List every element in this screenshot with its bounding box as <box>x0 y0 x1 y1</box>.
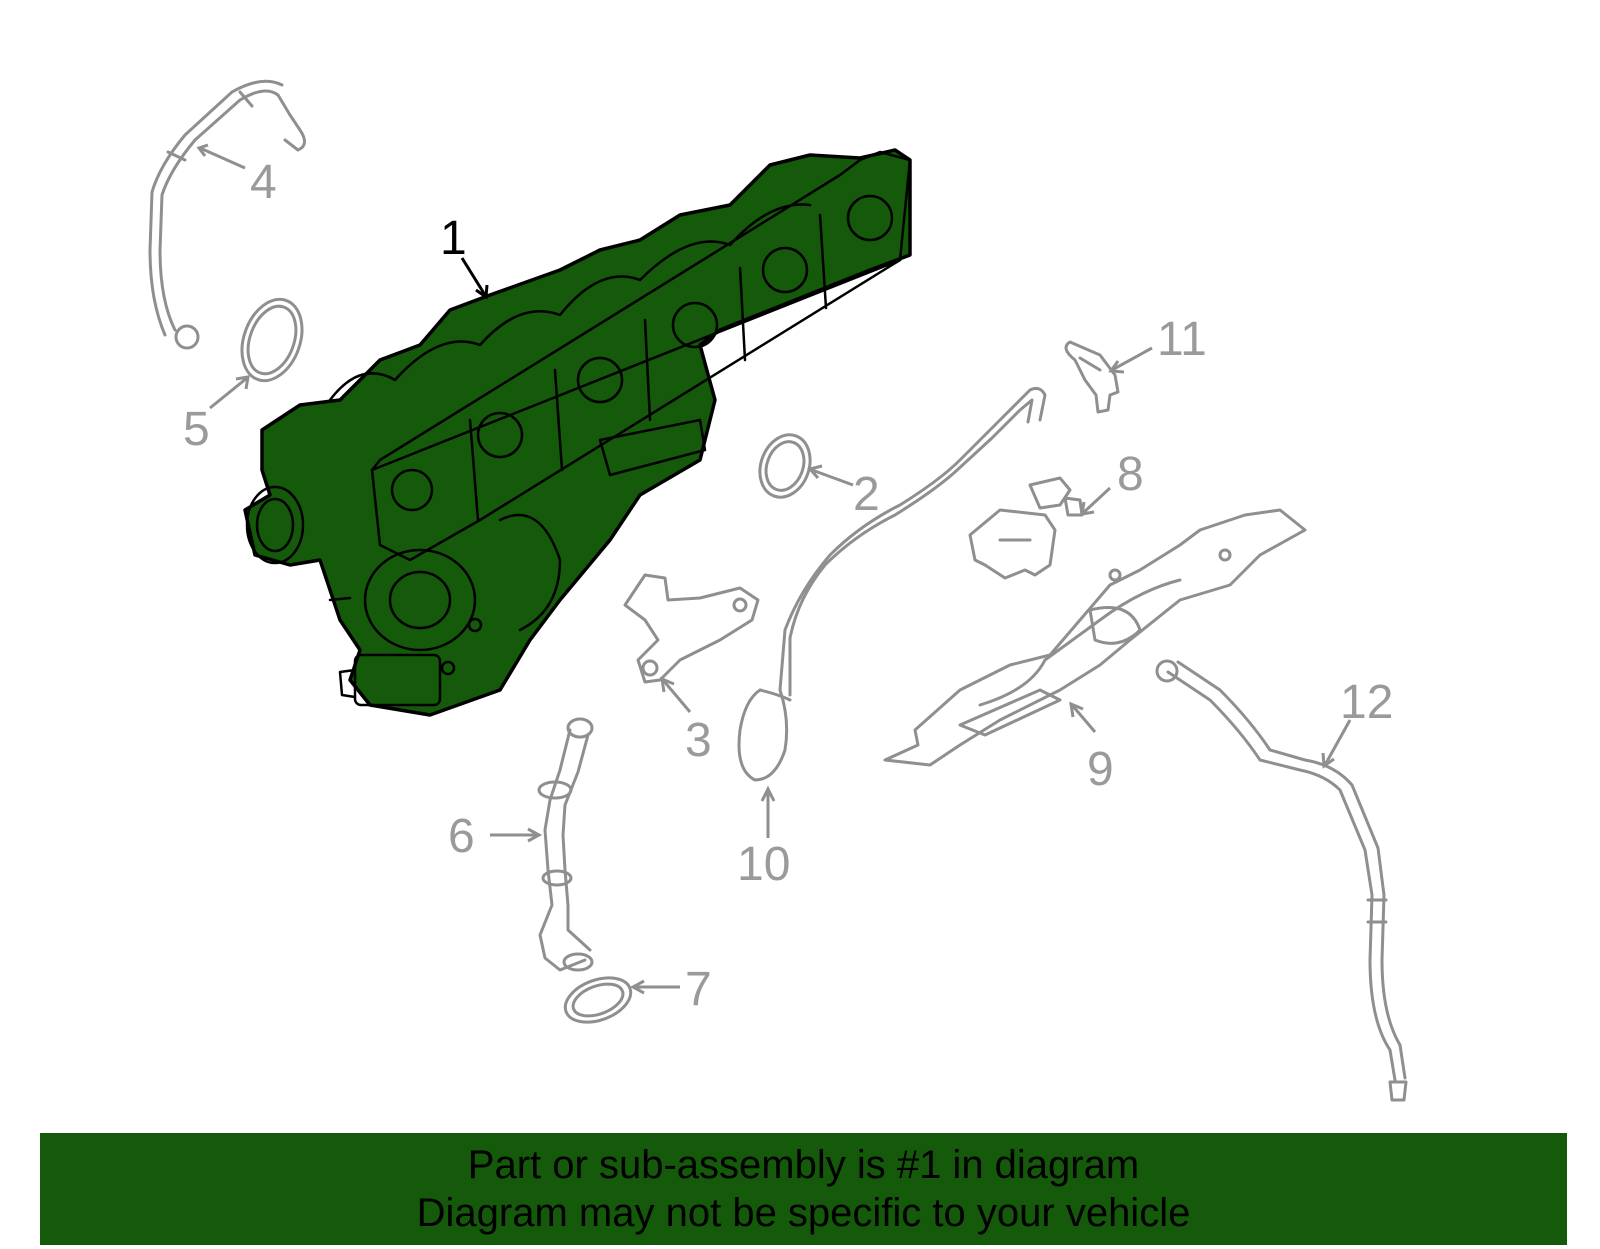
part-8-solenoid-valve[interactable] <box>968 476 1084 580</box>
callout-12[interactable]: 12 <box>1340 676 1393 729</box>
callout-4[interactable]: 4 <box>250 156 277 209</box>
leader-1 <box>460 257 487 296</box>
leader-6 <box>490 827 543 843</box>
leader-4 <box>196 143 246 170</box>
leader-5 <box>209 375 250 410</box>
leader-12 <box>1321 719 1352 769</box>
part-2-gasket[interactable] <box>752 428 819 505</box>
callout-2[interactable]: 2 <box>853 468 880 521</box>
part-3-bracket[interactable] <box>623 573 760 684</box>
leader-11 <box>1108 346 1153 374</box>
part-9-heat-shield[interactable] <box>883 508 1307 767</box>
leader-8 <box>1080 486 1112 516</box>
leader-2 <box>807 464 854 487</box>
part-6-return-pipe[interactable] <box>537 717 594 972</box>
banner-line-part-info: Part or sub-assembly is #1 in diagram <box>467 1143 1140 1187</box>
part-4-oil-line[interactable] <box>148 79 306 350</box>
callout-5[interactable]: 5 <box>183 403 210 456</box>
leader-3 <box>660 676 692 713</box>
callout-3[interactable]: 3 <box>685 714 712 767</box>
callout-8[interactable]: 8 <box>1117 448 1144 501</box>
info-banner: Part or sub-assembly is #1 in diagram Di… <box>40 1133 1567 1245</box>
leader-10 <box>760 785 776 838</box>
part-1-turbocharger[interactable] <box>243 148 912 717</box>
leader-7 <box>629 979 680 995</box>
callout-11[interactable]: 11 <box>1157 313 1207 366</box>
banner-line-disclaimer: Diagram may not be specific to your vehi… <box>416 1191 1191 1235</box>
callout-6[interactable]: 6 <box>448 810 475 863</box>
callout-9[interactable]: 9 <box>1087 743 1114 796</box>
part-11-fitting[interactable] <box>1064 340 1120 414</box>
part-7-gasket[interactable] <box>559 970 637 1031</box>
leader-1-head <box>475 284 489 300</box>
callout-7[interactable]: 7 <box>685 963 712 1016</box>
part-5-o-ring[interactable] <box>231 291 312 389</box>
parts-diagram: 1 2 3 4 5 6 7 8 9 10 11 12 <box>148 79 1408 1102</box>
callout-1[interactable]: 1 <box>440 212 467 265</box>
part-10-vacuum-hose[interactable] <box>737 386 1047 782</box>
callout-10[interactable]: 10 <box>737 838 790 891</box>
part-12-oil-line[interactable] <box>1155 659 1408 1102</box>
leader-9 <box>1069 701 1097 733</box>
